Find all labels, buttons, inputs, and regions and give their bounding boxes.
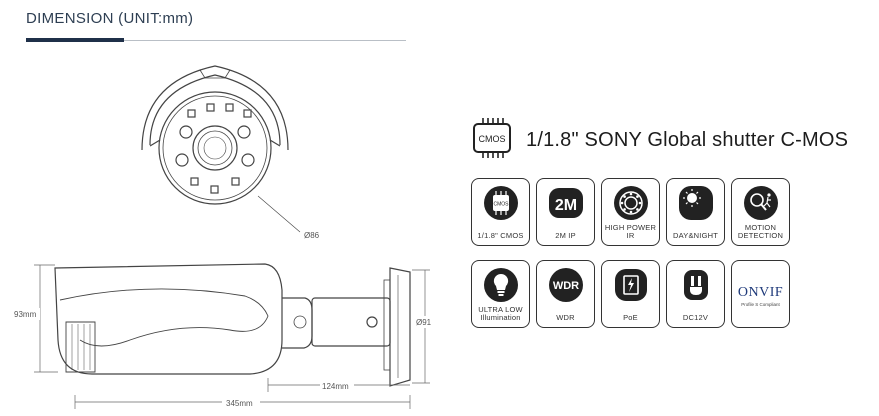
feature-2m-ip: 2M 2M IP xyxy=(536,178,595,246)
svg-text:CMOS: CMOS xyxy=(479,134,506,144)
bracket-length-mask xyxy=(320,381,354,391)
feature-label: HIGH POWER IR xyxy=(604,223,657,240)
feature-dc12v: DC12V xyxy=(666,260,725,328)
feature-label: PoE xyxy=(623,313,638,322)
side-view xyxy=(54,263,411,387)
onvif-subtitle: Profile S Compliant xyxy=(741,302,780,307)
motion-detection-icon xyxy=(743,186,778,220)
front-diameter-label: Ø86 xyxy=(304,231,320,240)
poe-icon xyxy=(614,269,647,301)
total-length-mask xyxy=(222,398,260,408)
feature-label: WDR xyxy=(556,313,575,322)
2m-icon: 2M xyxy=(548,188,583,218)
feature-poe: PoE xyxy=(601,260,660,328)
cmos-chip-icon: CMOS xyxy=(473,118,511,158)
feature-label: DAY&NIGHT xyxy=(673,231,718,240)
feature-cmos: CMOS 1/1.8" CMOS xyxy=(471,178,530,246)
svg-text:2M: 2M xyxy=(554,197,576,214)
total-length-label: 345mm xyxy=(226,399,253,408)
camera-dimension-drawing: Ø86 93mm xyxy=(14,65,436,409)
svg-text:CMOS: CMOS xyxy=(493,202,509,208)
sensor-headline: CMOS 1/1.8" SONY Global shutter C-MOS xyxy=(472,112,872,164)
feature-label: 1/1.8" CMOS xyxy=(477,231,524,240)
wdr-icon: WDR xyxy=(548,268,583,302)
body-height-mask xyxy=(14,308,40,320)
dimension-title: DIMENSION (UNIT:mm) xyxy=(26,10,194,27)
feature-wdr: WDR WDR xyxy=(536,260,595,328)
title-accent-rule xyxy=(26,38,124,42)
feature-label: DC12V xyxy=(682,313,709,322)
onvif-logo: ONVIF xyxy=(737,285,784,300)
feature-ultra-low-illumination: ULTRA LOW Illumination xyxy=(471,260,530,328)
feature-label: MOTION DETECTION xyxy=(737,223,784,240)
feature-motion-detection: MOTION DETECTION xyxy=(731,178,790,246)
dimension-panel: DIMENSION (UNIT:mm) Ø86 xyxy=(14,10,436,409)
feature-label: ULTRA LOW Illumination xyxy=(478,305,523,322)
front-view xyxy=(141,65,301,233)
ir-led-icon xyxy=(613,186,648,220)
day-night-icon xyxy=(678,186,713,220)
sensor-headline-text: 1/1.8" SONY Global shutter C-MOS xyxy=(526,129,849,151)
dc-plug-icon xyxy=(683,270,708,300)
dimension-lines xyxy=(34,264,430,409)
body-height-label: 93mm xyxy=(14,310,37,319)
title-rule xyxy=(26,40,406,41)
cmos-chip-icon: CMOS xyxy=(483,186,518,220)
feature-label: 2M IP xyxy=(555,231,576,240)
feature-onvif: ONVIF Profile S Compliant xyxy=(731,260,790,328)
bracket-diameter-label: Ø91 xyxy=(416,318,432,327)
feature-high-power-ir: HIGH POWER IR xyxy=(601,178,660,246)
bulb-icon xyxy=(483,268,518,302)
feature-day-night: DAY&NIGHT xyxy=(666,178,725,246)
svg-text:WDR: WDR xyxy=(552,280,578,292)
bracket-length-label: 124mm xyxy=(322,382,349,391)
bracket-diameter-mask xyxy=(416,316,436,328)
